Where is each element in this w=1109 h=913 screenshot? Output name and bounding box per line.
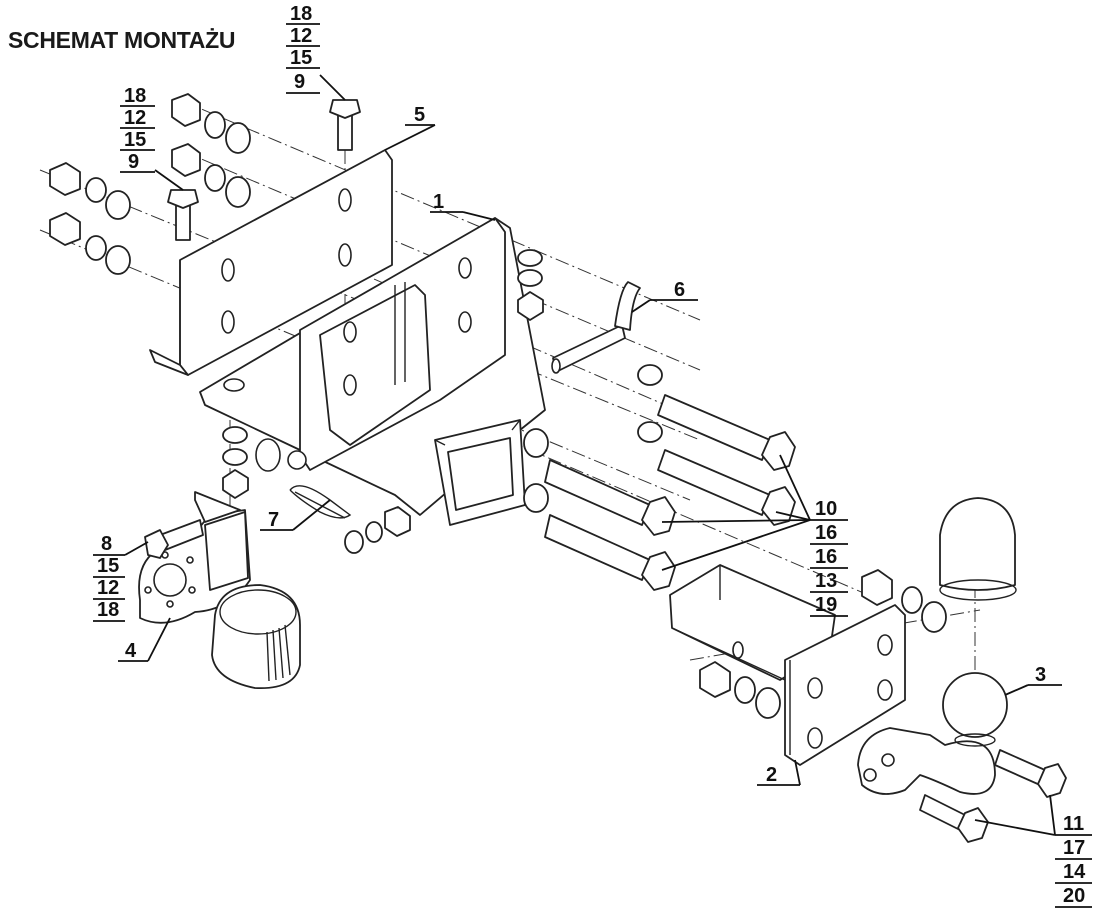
svg-text:14: 14: [1063, 861, 1086, 883]
ball-cap: [939, 497, 1017, 601]
svg-text:9: 9: [294, 71, 305, 93]
callout-part-7: 7: [260, 509, 293, 531]
callout-part-4: 4: [118, 640, 148, 662]
svg-text:9: 9: [128, 151, 139, 173]
svg-text:19: 19: [815, 594, 837, 616]
stack-ball-bolts: 11 17 14 20: [1055, 813, 1092, 908]
hitch-frame-part-1: [199, 217, 546, 526]
svg-text:15: 15: [290, 47, 312, 69]
tow-ball-part-3: [857, 672, 1008, 795]
svg-text:11: 11: [1063, 813, 1084, 835]
svg-text:6: 6: [674, 279, 685, 301]
page-title: SCHEMAT MONTAŻU: [8, 27, 236, 53]
socket-bracket-part-4: [138, 491, 251, 624]
svg-text:3: 3: [1035, 664, 1046, 686]
hitch-pin-part-6: [551, 281, 641, 374]
svg-text:8: 8: [101, 533, 112, 555]
svg-text:18: 18: [97, 599, 119, 621]
svg-text:7: 7: [268, 509, 279, 531]
nuts-and-washers: [49, 93, 947, 719]
svg-text:12: 12: [97, 577, 119, 599]
stack-left-bolt: 18 12 15 9: [120, 85, 155, 173]
callout-part-5: 5: [405, 104, 435, 126]
svg-text:15: 15: [97, 555, 119, 577]
mounting-plate-part-5: [149, 149, 393, 376]
svg-text:12: 12: [124, 107, 146, 129]
svg-text:4: 4: [125, 640, 137, 662]
svg-text:15: 15: [124, 129, 146, 151]
short-bolts: [144, 99, 1067, 843]
svg-text:1: 1: [433, 191, 444, 213]
electrical-socket: [211, 584, 301, 689]
stack-main-bolts: 10 16 16 13 19: [810, 498, 848, 617]
svg-text:12: 12: [290, 25, 312, 47]
callout-part-1: 1: [430, 191, 463, 213]
callout-part-2: 2: [757, 764, 800, 786]
stack-socket-bolt: 8 15 12 18: [93, 533, 125, 622]
stack-top-bolt: 18 12 15 9: [286, 3, 320, 94]
callout-part-6: 6: [650, 279, 698, 301]
svg-text:2: 2: [766, 764, 777, 786]
svg-text:10: 10: [815, 498, 837, 520]
leader-lines: [124, 74, 1056, 836]
spring-clip-part-7: [289, 485, 352, 519]
ball-mount-part-2: [669, 564, 906, 766]
svg-text:16: 16: [815, 522, 837, 544]
svg-text:18: 18: [124, 85, 146, 107]
svg-text:20: 20: [1063, 885, 1085, 907]
callout-part-3: 3: [1028, 664, 1062, 686]
long-bolts: [544, 394, 796, 591]
svg-text:5: 5: [414, 104, 425, 126]
svg-text:13: 13: [815, 570, 837, 592]
svg-text:18: 18: [290, 3, 312, 25]
svg-text:16: 16: [815, 546, 837, 568]
svg-text:17: 17: [1063, 837, 1085, 859]
